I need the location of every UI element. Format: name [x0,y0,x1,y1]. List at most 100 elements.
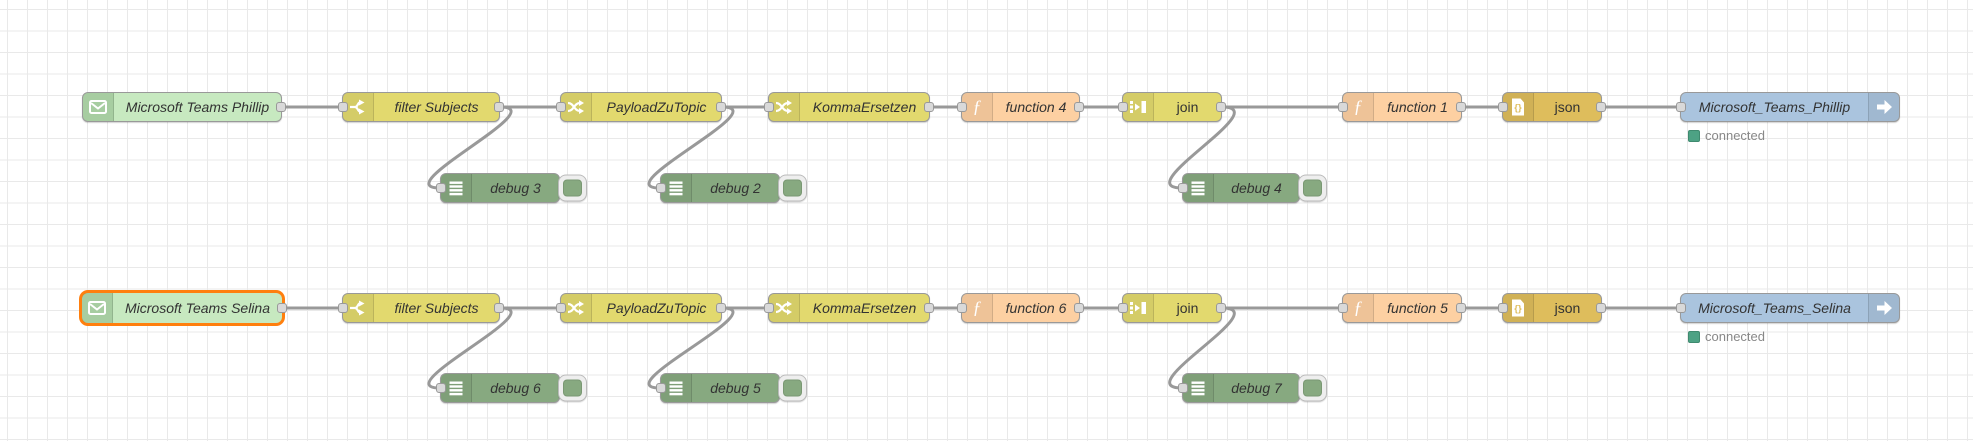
debug-toggle-button[interactable] [558,374,587,402]
status-text: connected [1705,128,1765,143]
input-port[interactable] [656,383,666,393]
debug-toggle-button[interactable] [1298,374,1327,402]
flow-node-komma-ersetzen-1[interactable]: KommaErsetzen [764,92,934,122]
output-port[interactable] [1074,102,1084,112]
node-status: connected [1688,128,1765,143]
input-port[interactable] [1338,102,1348,112]
input-port[interactable] [1178,383,1188,393]
node-label: join [1176,99,1199,115]
output-port[interactable] [277,303,287,313]
input-port[interactable] [556,303,566,313]
flow-node-debug-2[interactable]: debug 2 [656,173,807,203]
flow-node-debug-3[interactable]: debug 3 [436,173,587,203]
output-port[interactable] [1456,303,1466,313]
shuffle-icon [561,294,592,322]
flow-node-join-2[interactable]: join [1118,293,1226,323]
function-f-icon: ƒ [1343,294,1374,322]
flow-node-teams-in-phillip[interactable]: Microsoft Teams Phillip [82,92,286,122]
node-label: debug 4 [1231,180,1282,196]
input-port[interactable] [1178,183,1188,193]
input-port[interactable] [1338,303,1348,313]
wire-payload-zu-topic-2-to-debug-5[interactable] [647,306,735,390]
input-port[interactable] [436,183,446,193]
flow-node-debug-7[interactable]: debug 7 [1178,373,1327,403]
input-port[interactable] [764,303,774,313]
input-port[interactable] [338,303,348,313]
wire-filter-subjects-1-to-debug-3[interactable] [427,105,513,190]
input-port[interactable] [1498,102,1508,112]
node-label: function 6 [1005,300,1067,316]
flow-node-payload-zu-topic-1[interactable]: PayloadZuTopic [556,92,726,122]
debug-toggle-state [783,179,802,197]
flow-node-json-2[interactable]: {} json [1498,293,1606,323]
wire-join-2-to-debug-7[interactable] [1168,306,1236,390]
debug-toggle-state [563,179,582,197]
svg-text:{}: {} [1514,103,1522,114]
output-port[interactable] [1216,102,1226,112]
output-port[interactable] [1456,102,1466,112]
input-port[interactable] [436,383,446,393]
output-port[interactable] [494,102,504,112]
node-label: json [1554,300,1581,316]
flow-node-filter-subjects-1[interactable]: filter Subjects [338,92,504,122]
svg-text:ƒ: ƒ [1354,97,1363,117]
flow-node-teams-in-selina[interactable]: Microsoft Teams Selina [82,293,287,323]
input-port[interactable] [1118,303,1128,313]
flow-node-json-1[interactable]: {}json [1498,92,1606,122]
input-port[interactable] [1498,303,1508,313]
input-port[interactable] [957,303,967,313]
input-port[interactable] [957,102,967,112]
output-port[interactable] [1596,102,1606,112]
input-port[interactable] [338,102,348,112]
message-list-icon [441,174,472,202]
debug-toggle-button[interactable] [778,374,807,402]
message-list-icon [1183,174,1214,202]
input-port[interactable] [556,102,566,112]
input-port[interactable] [656,183,666,193]
node-label: Microsoft_Teams_Selina [1698,300,1851,316]
svg-text:ƒ: ƒ [1354,298,1363,318]
wire-filter-subjects-2-to-debug-6[interactable] [427,306,513,390]
input-port[interactable] [1118,102,1128,112]
output-port[interactable] [1596,303,1606,313]
output-port[interactable] [1074,303,1084,313]
input-port[interactable] [764,102,774,112]
flow-node-filter-subjects-2[interactable]: filter Subjects [338,293,504,323]
node-label: PayloadZuTopic [606,99,707,115]
input-port[interactable] [1676,102,1686,112]
debug-toggle-button[interactable] [778,174,807,202]
input-port[interactable] [1676,303,1686,313]
message-list-icon [441,374,472,402]
flow-node-komma-ersetzen-2[interactable]: KommaErsetzen [764,293,934,323]
output-port[interactable] [716,102,726,112]
wire-payload-zu-topic-1-to-debug-2[interactable] [647,105,735,190]
flow-node-debug-4[interactable]: debug 4 [1178,173,1327,203]
output-port[interactable] [716,303,726,313]
debug-toggle-button[interactable] [558,174,587,202]
flow-node-payload-zu-topic-2[interactable]: PayloadZuTopic [556,293,726,323]
output-port[interactable] [494,303,504,313]
status-dot-icon [1688,330,1700,343]
join-merge-icon [1123,294,1154,322]
debug-toggle-button[interactable] [1298,174,1327,202]
output-port[interactable] [924,303,934,313]
flow-node-join-1[interactable]: join [1118,92,1226,122]
flow-node-debug-6[interactable]: debug 6 [436,373,587,403]
output-port[interactable] [276,102,286,112]
envelope-icon [82,293,113,323]
json-document-icon: {} [1503,294,1534,322]
node-label: debug 2 [710,180,761,196]
node-label: filter Subjects [394,99,479,115]
output-port[interactable] [1216,303,1226,313]
output-port[interactable] [924,102,934,112]
svg-text:{}: {} [1514,304,1522,315]
flow-node-debug-5[interactable]: debug 5 [656,373,807,403]
wire-join-1-to-debug-4[interactable] [1168,105,1236,190]
